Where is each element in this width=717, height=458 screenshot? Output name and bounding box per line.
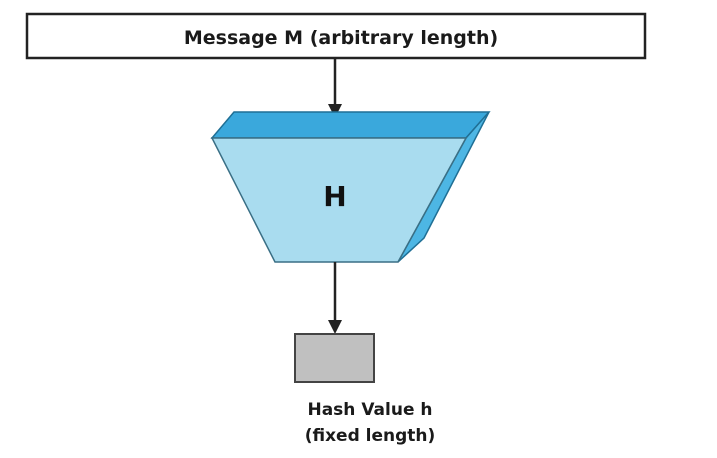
hash-value-label: Hash Value h [307, 400, 432, 420]
funnel-top-face [210, 111, 491, 139]
hash-function-funnel: H [210, 111, 491, 263]
fixed-length-label: (fixed length) [305, 426, 436, 446]
hash-function-label: H [323, 180, 346, 213]
hash-value-box [294, 333, 375, 383]
arrow-hash-to-output [328, 262, 342, 334]
arrow-message-to-hash [328, 58, 342, 118]
funnel-front-face [210, 137, 468, 263]
message-box-frame [25, 12, 647, 60]
message-box: Message M (arbitrary length) [25, 12, 647, 60]
message-label: Message M (arbitrary length) [184, 27, 498, 49]
